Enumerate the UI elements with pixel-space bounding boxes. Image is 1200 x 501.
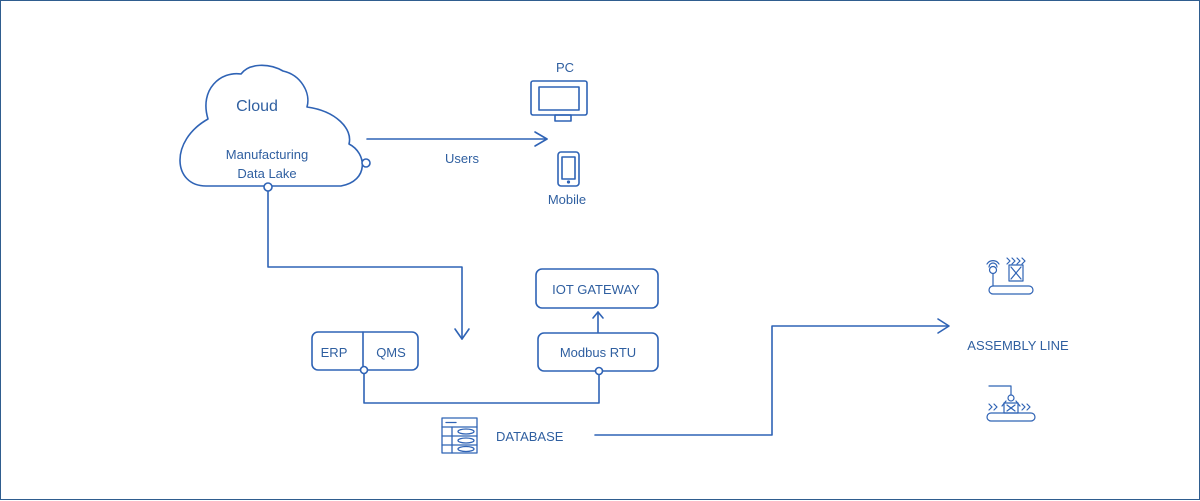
cloud-label-line2: Data Lake <box>237 166 297 181</box>
erp-modbus-bus-line <box>363 370 600 404</box>
modbus-rtu-label: Modbus RTU <box>559 345 637 360</box>
iot-gateway-label: IOT GATEWAY <box>552 282 640 297</box>
cloud-shape <box>179 64 364 187</box>
cloud-title: Cloud <box>236 98 278 115</box>
erp-connector <box>359 365 369 375</box>
cloud-to-erp-line <box>267 190 463 340</box>
database-server-icon <box>441 417 478 454</box>
cloud-bottom-connector <box>263 182 273 192</box>
erp-label: ERP <box>320 345 348 360</box>
mobile-phone-icon <box>557 151 580 187</box>
users-edge-label: Users <box>445 151 479 166</box>
users-arrow-head <box>534 131 548 147</box>
modbus-connector <box>594 366 604 376</box>
pc-label: PC <box>555 60 575 75</box>
robot-arm-conveyor-icon <box>986 257 1034 295</box>
desktop-monitor-icon <box>530 80 588 122</box>
conveyor-gripper-icon <box>986 385 1036 422</box>
cloud-label-line1: Manufacturing <box>225 147 309 162</box>
cloud-to-erp-arrowhead <box>454 328 470 340</box>
assembly-line-label: ASSEMBLY LINE <box>967 338 1069 353</box>
cloud-right-connector <box>361 158 371 168</box>
mobile-label: Mobile <box>547 192 587 207</box>
iot-gateway-box <box>535 268 659 309</box>
database-to-assembly-line <box>594 325 949 436</box>
database-label: DATABASE <box>496 429 564 444</box>
assembly-arrowhead <box>937 318 950 334</box>
modbus-to-gateway-arrowhead <box>592 311 604 319</box>
qms-label: QMS <box>376 345 406 360</box>
